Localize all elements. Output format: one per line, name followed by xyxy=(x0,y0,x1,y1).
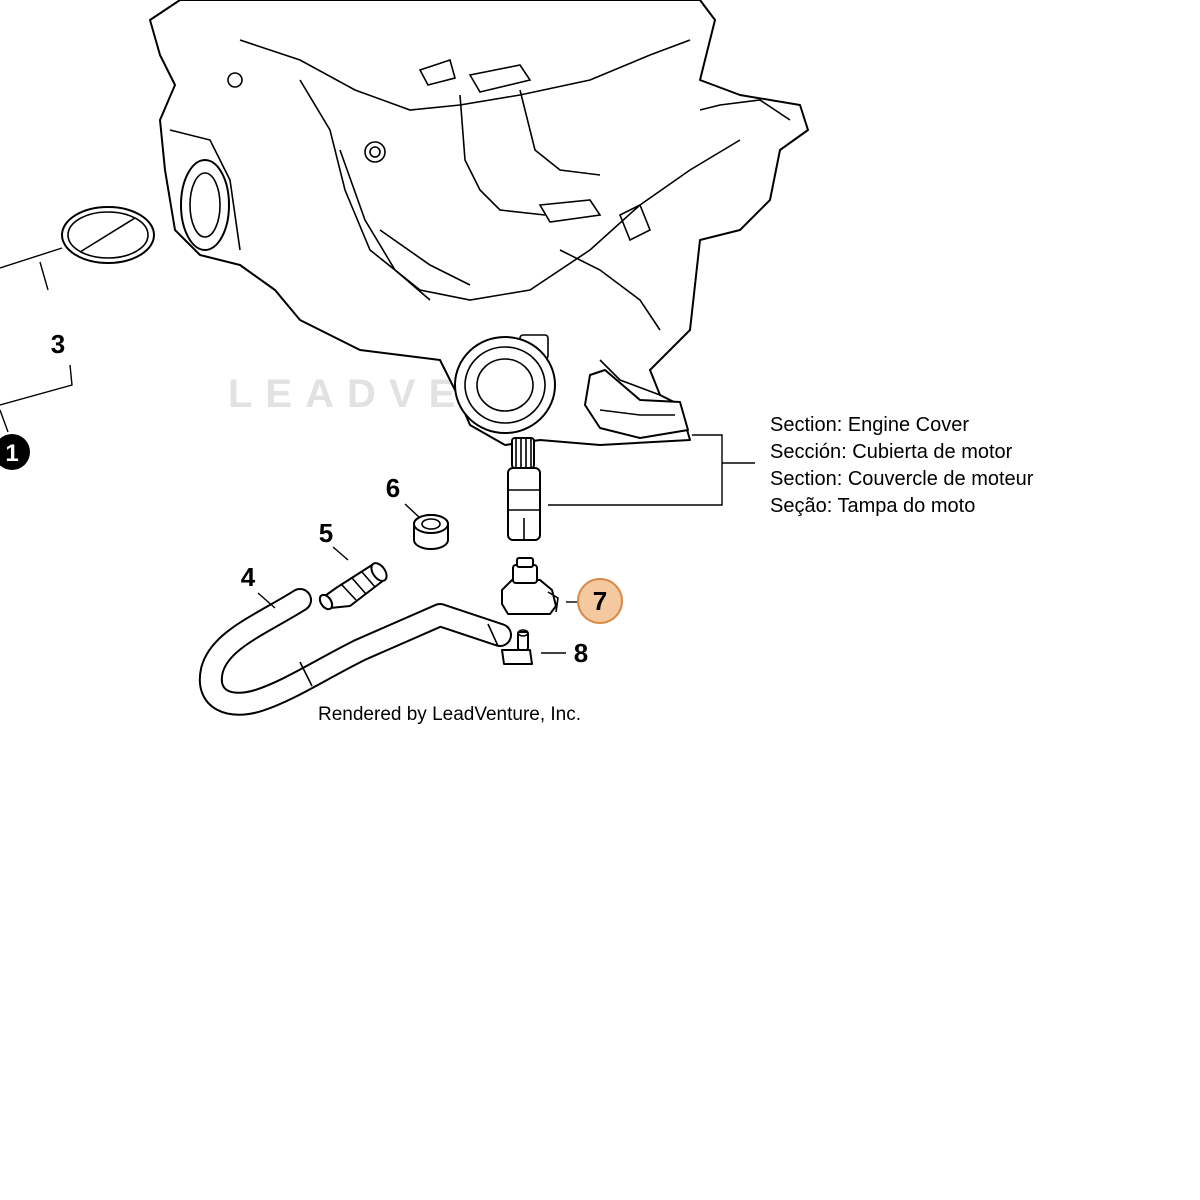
callout-1-label: 1 xyxy=(5,440,18,467)
callout-6-label: 6 xyxy=(386,473,400,503)
gasket-part-3 xyxy=(0,206,155,269)
callout-3: 3 xyxy=(0,261,73,406)
hose-part-4: 4 xyxy=(198,562,512,716)
callout-4-label: 4 xyxy=(241,562,256,592)
callout-8-label: 8 xyxy=(574,638,588,668)
section-label-fr: Section: Couvercle de moteur xyxy=(770,468,1034,490)
engine-housing xyxy=(149,0,809,446)
oil-pump-part-7: 7 xyxy=(501,557,623,624)
section-label-es: Sección: Cubierta de motor xyxy=(770,441,1013,463)
callout-7-ring xyxy=(577,578,623,624)
callout-1: 1 xyxy=(0,409,30,470)
pump-drive-shaft xyxy=(507,437,541,541)
callout-3-label: 3 xyxy=(51,329,65,359)
section-reference: Section: Engine Cover Sección: Cubierta … xyxy=(548,414,1034,517)
callout-7-highlight xyxy=(578,579,622,623)
filter-part-5: 5 xyxy=(319,518,388,611)
section-label-en: Section: Engine Cover xyxy=(770,414,969,436)
callout-7-label: 7 xyxy=(593,586,607,616)
callout-5-label: 5 xyxy=(319,518,333,548)
fitting-part-8: 8 xyxy=(501,629,588,668)
section-label-pt: Seção: Tampa do moto xyxy=(770,495,975,517)
render-credit: Rendered by LeadVenture, Inc. xyxy=(318,704,581,725)
grommet-part-6: 6 xyxy=(386,473,449,550)
